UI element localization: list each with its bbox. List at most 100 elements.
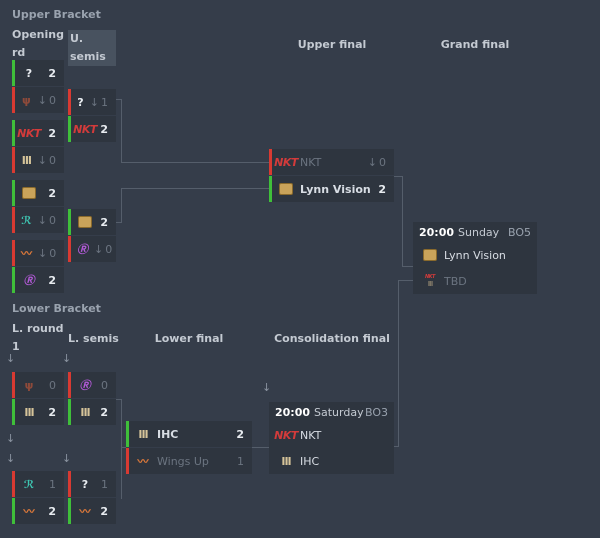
match-cell[interactable]: ? ↓ 1 (68, 89, 116, 115)
match-cell[interactable]: ψ ↓ 0 (12, 87, 64, 113)
score: 1 (101, 477, 108, 491)
team-logo-icon: Ⓡ (79, 379, 91, 392)
arrow-down-icon: ↓ (37, 213, 47, 227)
match-cell[interactable]: NKT III TBD (413, 268, 537, 294)
match-time: 20:00 (419, 225, 455, 239)
score: 2 (100, 405, 108, 419)
team-name: NKT (300, 155, 322, 169)
match-cell[interactable]: Ⓡ ↓ 0 (68, 236, 116, 262)
arrow-down-icon: ↓ (6, 452, 16, 465)
score: 2 (48, 504, 56, 518)
nkt-logo-icon: NKT (274, 428, 298, 442)
match-cell[interactable]: III 2 (12, 399, 64, 425)
team-logo-icon: ψ (22, 93, 31, 107)
match-cell[interactable]: Ⓡ 2 (12, 267, 64, 293)
upper-bracket-title: Upper Bracket (12, 8, 101, 21)
team-name: IHC (300, 454, 320, 468)
arrow-down-icon: ↓ (262, 381, 272, 394)
score: 2 (48, 273, 56, 287)
lynn-vision-logo-icon (279, 183, 293, 195)
wings-up-logo-icon: 〰 (79, 505, 91, 518)
score: 2 (48, 405, 56, 419)
score: 2 (100, 122, 108, 136)
team-name: Wings Up (157, 454, 209, 468)
team-name: Lynn Vision (444, 248, 506, 262)
wings-up-logo-icon: 〰 (21, 247, 32, 260)
col-opening-round: Opening rd (12, 28, 64, 59)
match-cell[interactable]: 〰 Wings Up 1 (126, 448, 252, 474)
ihc-logo-icon: III (281, 454, 291, 468)
arrow-down-icon: ↓ (94, 242, 104, 256)
wings-up-logo-icon: 〰 (137, 455, 149, 468)
lower-bracket-title: Lower Bracket (12, 302, 101, 315)
team-logo-icon: ℛ (23, 477, 35, 491)
match-cell[interactable]: 〰 2 (12, 498, 64, 524)
score: 0 (49, 246, 57, 260)
ihc-logo-icon: III (138, 427, 148, 441)
match-cell[interactable]: Lynn Vision (413, 242, 537, 268)
best-of: BO5 (507, 225, 531, 239)
score: 1 (49, 477, 56, 491)
match-cell[interactable]: III 2 (68, 399, 116, 425)
match-cell[interactable]: ψ 0 (12, 372, 64, 398)
grand-final-header: 20:00 Sunday BO5 (413, 222, 537, 242)
score: 0 (49, 378, 56, 392)
unknown-team-icon: ? (25, 66, 33, 80)
arrow-down-icon: ↓ (62, 352, 72, 365)
score: 0 (49, 153, 56, 167)
match-cell[interactable]: 2 (12, 180, 64, 206)
match-cell[interactable]: III IHC (269, 448, 394, 474)
col-grand-final: Grand final (440, 38, 510, 51)
score: 0 (49, 93, 56, 107)
match-cell[interactable]: III IHC 2 (126, 421, 252, 447)
match-cell[interactable]: Lynn Vision 2 (269, 176, 394, 202)
lynn-vision-logo-icon (78, 216, 92, 228)
score: 1 (101, 95, 108, 109)
score: 0 (379, 155, 386, 169)
ihc-logo-icon: III (427, 280, 434, 288)
nkt-logo-icon: NKT (274, 155, 298, 169)
match-cell[interactable]: 〰 2 (68, 498, 116, 524)
col-lower-final: Lower final (154, 332, 224, 345)
consolidation-final-header: 20:00 Saturday BO3 (269, 402, 394, 422)
best-of: BO3 (364, 405, 388, 419)
score: 0 (49, 213, 56, 227)
match-cell[interactable]: ℛ ↓ 0 (12, 207, 64, 233)
match-cell[interactable]: ? 2 (12, 60, 64, 86)
match-cell[interactable]: ℛ 1 (12, 471, 64, 497)
lynn-vision-logo-icon (22, 187, 36, 199)
team-name: TBD (444, 274, 467, 288)
nkt-logo-icon: NKT (425, 274, 435, 280)
team-logo-icon: Ⓡ (77, 243, 88, 256)
arrow-down-icon: ↓ (38, 246, 48, 260)
score: 2 (236, 427, 244, 441)
team-logo-icon: ℛ (21, 213, 32, 227)
wings-up-logo-icon: 〰 (23, 505, 35, 518)
score: 0 (101, 378, 108, 392)
match-cell[interactable]: 2 (68, 209, 116, 235)
col-upper-final: Upper final (297, 38, 367, 51)
match-cell[interactable]: NKT 2 (68, 116, 116, 142)
match-cell[interactable]: III ↓ 0 (12, 147, 64, 173)
col-consolidation-final: Consolidation final (274, 332, 390, 345)
match-cell[interactable]: 〰 ↓ 0 (12, 240, 64, 266)
arrow-down-icon: ↓ (6, 352, 16, 365)
col-lower-round-1: L. round 1 (12, 322, 64, 353)
match-cell[interactable]: ? 1 (68, 471, 116, 497)
match-cell[interactable]: NKT NKT ↓ 0 (269, 149, 394, 175)
col-upper-semis[interactable]: U. semis (68, 30, 116, 66)
score: 2 (48, 126, 56, 140)
match-cell[interactable]: NKT 2 (12, 120, 64, 146)
team-name: NKT (300, 428, 322, 442)
team-name: Lynn Vision (300, 182, 371, 196)
score: 2 (48, 66, 56, 80)
unknown-team-icon: ? (81, 477, 89, 491)
col-lower-semis: L. semis (68, 332, 119, 345)
score: 2 (100, 215, 108, 229)
score: 1 (237, 454, 244, 468)
match-time: 20:00 (275, 405, 311, 419)
nkt-logo-icon: NKT (73, 122, 97, 136)
match-cell[interactable]: Ⓡ 0 (68, 372, 116, 398)
ihc-logo-icon: III (80, 405, 90, 419)
match-cell[interactable]: NKT NKT (269, 422, 394, 448)
